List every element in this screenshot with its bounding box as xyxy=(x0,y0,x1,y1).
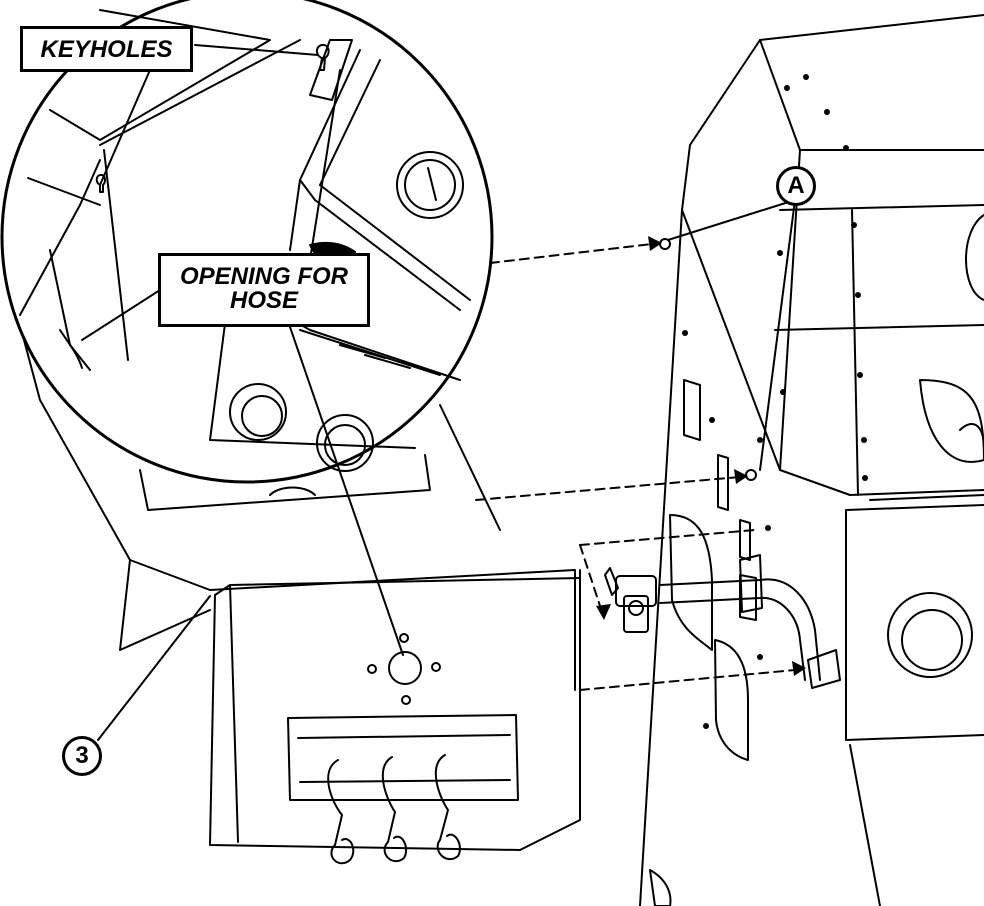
grill-body xyxy=(639,14,984,906)
hose-callout-line1: OPENING FOR xyxy=(179,263,348,290)
hose-opening-callout: OPENING FOR HOSE xyxy=(158,253,370,327)
side-shelf xyxy=(19,324,581,865)
part-3-label: 3 xyxy=(62,736,102,776)
regulator-hose xyxy=(604,554,841,689)
rivets xyxy=(682,74,868,729)
keyholes-callout: KEYHOLES xyxy=(20,26,193,72)
detail-magnifier xyxy=(0,0,494,484)
arrowheads xyxy=(596,236,806,676)
tool-hooks xyxy=(327,754,461,865)
dashed-arrows xyxy=(475,243,796,691)
part-a-label: A xyxy=(776,166,816,206)
leader-lines xyxy=(81,44,796,741)
hose-callout-line2: HOSE xyxy=(229,287,298,314)
